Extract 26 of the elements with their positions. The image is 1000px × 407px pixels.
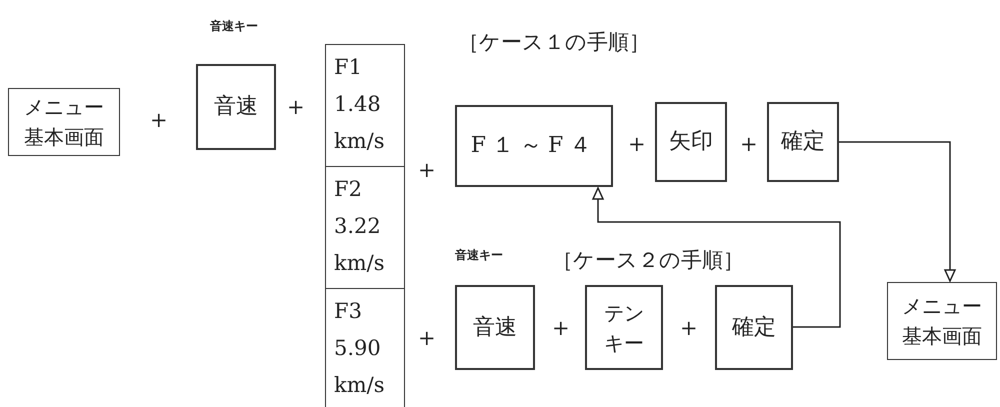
plus-sign: + [680, 316, 698, 340]
key-box: メニュー基本画面 [887, 282, 997, 360]
key-caption: 音速キー [455, 247, 503, 264]
plus-sign: + [740, 132, 758, 156]
key-box: 音速 [455, 285, 535, 370]
plus-sign: + [150, 108, 168, 132]
plus-sign: + [287, 95, 305, 119]
case-heading: ［ケース１の手順］ [458, 29, 650, 56]
plus-sign: + [418, 158, 436, 182]
key-box: テンキー [585, 285, 663, 370]
key-caption: 音速キー [210, 18, 258, 35]
plus-sign: + [628, 132, 646, 156]
plus-sign: + [552, 316, 570, 340]
key-box: F１～F４ [455, 105, 613, 187]
table-cell: F2 3.22 km/s [325, 166, 405, 289]
key-box: 矢印 [655, 102, 727, 182]
arrow [839, 141, 956, 282]
table-cell: F3 5.90 km/s [325, 288, 405, 407]
table-cell: F1 1.48 km/s [325, 44, 405, 167]
plus-sign: + [418, 326, 436, 350]
key-box: メニュー基本画面 [8, 88, 120, 156]
case-heading: ［ケース２の手順］ [552, 247, 744, 274]
key-box: 音速 [196, 64, 276, 150]
key-box: 確定 [715, 285, 793, 370]
key-box: 確定 [767, 102, 839, 182]
arrow [592, 187, 841, 328]
